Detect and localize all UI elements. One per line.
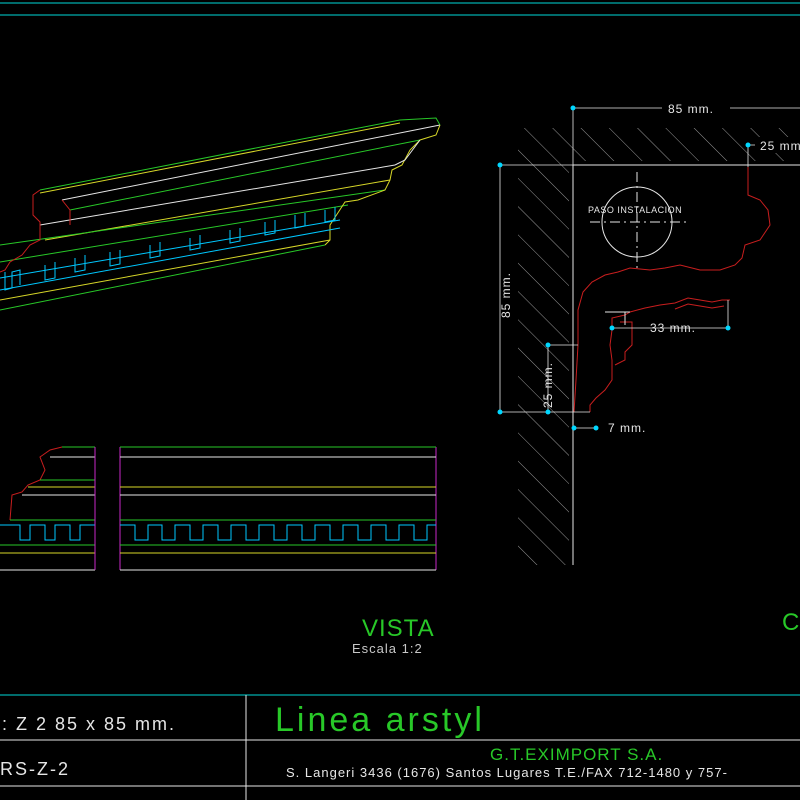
front-elevation-view (0, 446, 437, 571)
dimension-points (497, 105, 751, 431)
title-model-text: : Z 2 85 x 85 mm. (2, 714, 176, 734)
vista-title: VISTA (362, 615, 435, 642)
dim-bottom: 7 mm. (608, 421, 646, 435)
title-block-frame (0, 695, 800, 800)
drawing-frame (0, 2, 800, 696)
dimension-labels: 85 mm. 25 mm. 85 mm. 25 mm. 33 mm. 7 mm. (499, 100, 800, 435)
title-address: S. Langeri 3436 (1676) Santos Lugares T.… (286, 765, 728, 780)
dim-top-right: 25 mm. (760, 139, 800, 153)
isometric-cornice-view (0, 117, 441, 311)
title-code-text: RS-Z-2 (0, 759, 70, 779)
cross-section-view (518, 128, 800, 566)
dim-left-height: 85 mm. (499, 272, 513, 318)
title-company: G.T.EXIMPORT S.A. (490, 745, 663, 764)
title-line-name: Linea arstyl (275, 701, 485, 739)
dim-top-width: 85 mm. (668, 102, 714, 116)
dim-left-lower: 25 mm. (541, 362, 555, 408)
vista-scale: Escala 1:2 (352, 641, 423, 656)
pipe-label: PASO INSTALACION (588, 205, 682, 215)
cut-view-title-partial: C (782, 609, 799, 636)
dim-mid-right: 33 mm. (650, 321, 696, 335)
